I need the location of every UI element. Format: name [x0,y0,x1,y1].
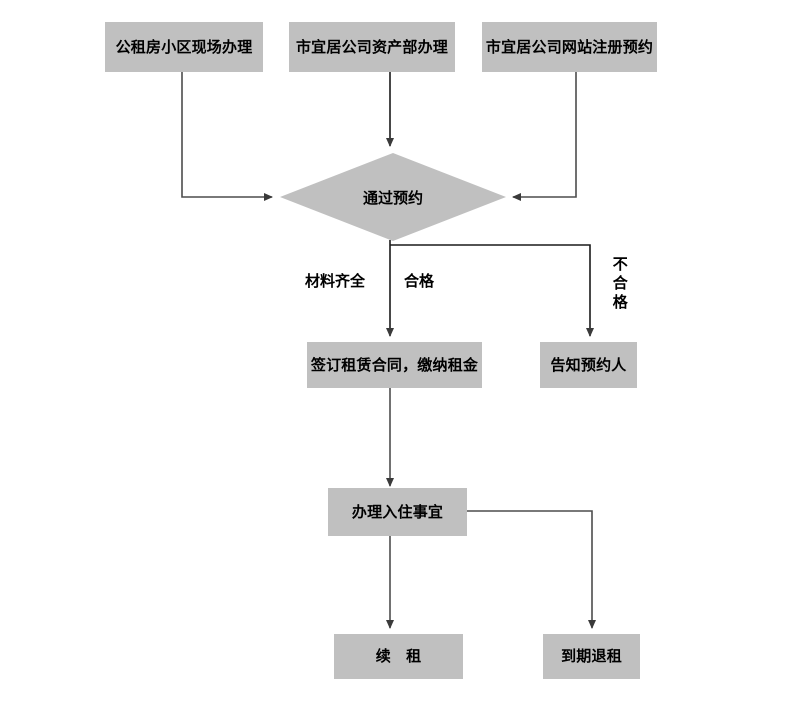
node-expire-move-out[interactable]: 到期退租 [543,634,640,679]
edge-label-qualified: 合格 [404,270,434,291]
edge-n3-to-decision [512,72,577,201]
node-notify-applicant[interactable]: 告知预约人 [540,342,637,388]
node-label: 续 租 [375,647,422,666]
edge-label-text: 不合格 [610,256,629,313]
node-onsite-application[interactable]: 公租房小区现场办理 [105,22,263,72]
node-label: 通过预约 [362,188,423,207]
node-label: 签订租赁合同，缴纳租金 [310,355,479,374]
node-process-move-in[interactable]: 办理入住事宜 [328,488,467,536]
edge-decision-to-notify [390,244,594,337]
node-label: 公租房小区现场办理 [115,37,253,56]
node-label: 告知预约人 [550,355,627,374]
edge-checkin-to-moveout [467,510,596,629]
edge-n1-to-decision [181,72,273,201]
node-website-registration-booking[interactable]: 市宜居公司网站注册预约 [482,22,657,72]
node-label: 到期退租 [561,647,622,666]
node-label: 办理入住事宜 [351,502,444,521]
edge-label-text: 合格 [404,272,435,290]
node-asset-department-application[interactable]: 市宜居公司资产部办理 [289,22,455,72]
edge-label-materials-complete: 材料齐全 [305,270,365,291]
node-label: 市宜居公司网站注册预约 [485,37,654,56]
edge-label-not-qualified: 不合格 [610,256,629,313]
node-renew-lease[interactable]: 续 租 [334,634,463,679]
node-label: 市宜居公司资产部办理 [295,37,448,56]
edge-label-text: 材料齐全 [305,272,366,290]
node-decision-booking-approved[interactable]: 通过预约 [280,153,506,241]
node-sign-contract-pay-rent[interactable]: 签订租赁合同，缴纳租金 [307,342,482,388]
